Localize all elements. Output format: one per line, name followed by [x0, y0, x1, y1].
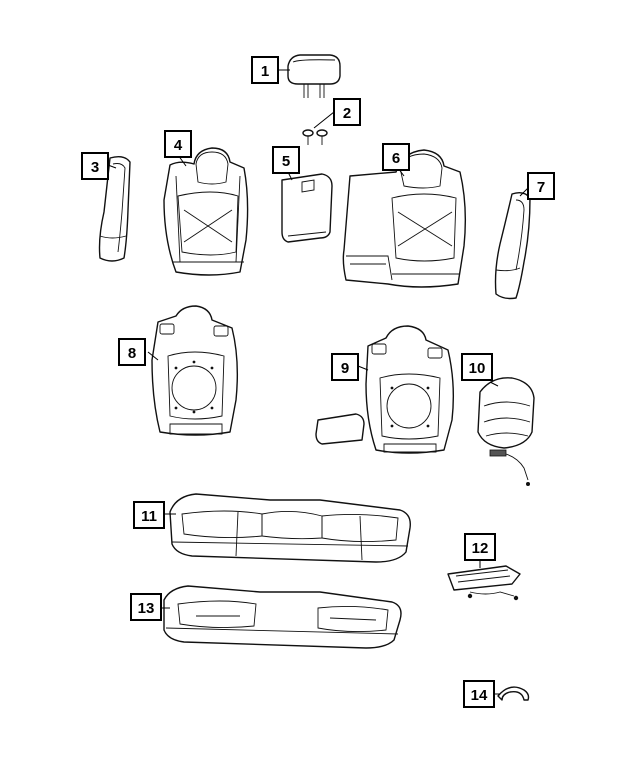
part-1-headrest[interactable]: [287, 54, 341, 98]
callout-6: 6: [382, 143, 410, 171]
callout-12: 12: [464, 533, 496, 561]
callout-4: 4: [164, 130, 192, 158]
part-7-side-trim-right[interactable]: [494, 191, 531, 300]
callout-7: 7: [527, 172, 555, 200]
callout-label: 11: [141, 508, 157, 525]
callout-8: 8: [118, 338, 146, 366]
part-10-back-foam[interactable]: [477, 377, 535, 486]
callout-2: 2: [333, 98, 361, 126]
callout-14: 14: [463, 680, 495, 708]
callout-5: 5: [272, 146, 300, 174]
callout-label: 1: [261, 63, 269, 80]
callout-label: 14: [471, 687, 488, 704]
part-11-seat-cushion[interactable]: [169, 493, 411, 563]
callout-label: 4: [174, 137, 183, 154]
part-5-rear-panel[interactable]: [281, 173, 333, 243]
part-14-retainer-clip[interactable]: [497, 686, 530, 701]
callout-3: 3: [81, 152, 109, 180]
part-3-side-trim-left[interactable]: [98, 155, 131, 262]
part-9-seat-back-frame-right[interactable]: [315, 325, 455, 454]
part-2-fasteners[interactable]: [302, 129, 328, 145]
part-8-seat-back-frame-left[interactable]: [151, 305, 239, 436]
callout-label: 10: [469, 360, 486, 377]
callout-label: 6: [392, 150, 400, 167]
callout-13: 13: [130, 593, 162, 621]
part-4-seat-back-left[interactable]: [163, 147, 249, 276]
part-12-heater-pad[interactable]: [447, 565, 521, 601]
callout-label: 3: [91, 159, 99, 176]
callout-label: 8: [128, 345, 136, 362]
callout-10: 10: [461, 353, 493, 381]
callout-label: 9: [341, 360, 349, 377]
callout-label: 5: [282, 153, 290, 170]
callout-label: 12: [472, 540, 489, 557]
callout-11: 11: [133, 501, 165, 529]
part-13-cushion-frame[interactable]: [163, 585, 402, 649]
callout-label: 2: [343, 105, 351, 122]
callout-1: 1: [251, 56, 279, 84]
part-6-seat-back-right[interactable]: [342, 149, 467, 288]
callout-label: 13: [138, 600, 155, 617]
callout-label: 7: [537, 179, 545, 196]
callout-9: 9: [331, 353, 359, 381]
